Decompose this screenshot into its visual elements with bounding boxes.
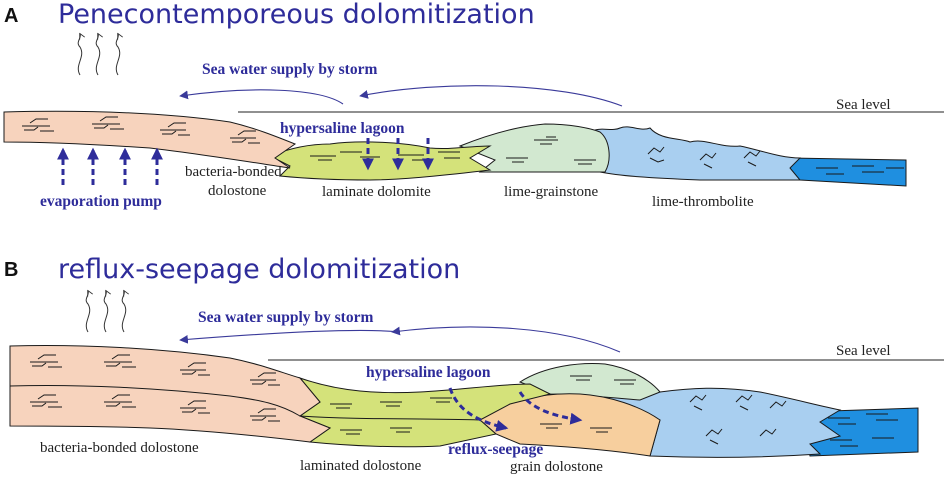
storm-arrow-left — [179, 89, 344, 105]
evaporation-vapor-icon — [77, 34, 120, 76]
panel-a-thrombolite-label: lime-thrombolite — [652, 194, 754, 210]
panel-a-ocean — [789, 157, 907, 187]
panel-a-laminate — [268, 141, 492, 181]
panel-a-rock-symbols — [22, 116, 904, 175]
panel-a-lagoon-arrows — [362, 138, 434, 171]
panel-a-pump-label: evaporation pump — [40, 193, 162, 210]
panel-a-bacteria-label-1: bacteria-bonded — [185, 164, 282, 180]
evaporation-vapor-icon — [85, 291, 126, 333]
panel-b-laminated-divider — [299, 415, 481, 421]
panel-a-evaporation-pump-arrows — [57, 147, 163, 185]
panel-a-lagoon-label: hypersaline lagoon — [280, 120, 405, 137]
panel-a-bacteria-layer — [3, 110, 297, 169]
panel-a-sea-level-label: Sea level — [836, 97, 891, 113]
panel-b-grain-label: grain dolostone — [510, 459, 603, 475]
panel-a-grainstone-label: lime-grainstone — [504, 184, 598, 200]
panel-a-bacteria-label-2: dolostone — [208, 183, 267, 199]
panel-a-grainstone — [458, 123, 610, 173]
panel-a-laminate-label: laminate dolomite — [322, 184, 431, 200]
panel-b-rock-symbols — [30, 354, 898, 447]
storm-arrow-left — [179, 329, 401, 344]
storm-arrow-right — [391, 326, 621, 353]
panel-b: B reflux-seepage dolomitization Sea wate… — [4, 254, 944, 475]
panel-b-letter: B — [4, 259, 18, 281]
panel-b-laminated-label: laminated dolostone — [300, 458, 422, 474]
panel-b-storm-label: Sea water supply by storm — [198, 309, 373, 326]
panel-a-letter: A — [4, 5, 18, 27]
panel-a-storm-label: Sea water supply by storm — [202, 61, 377, 78]
panel-b-bacteria-label: bacteria-bonded dolostone — [40, 440, 199, 456]
panel-b-lagoon-label: hypersaline lagoon — [366, 364, 491, 381]
panel-b-bacteria-layer — [9, 345, 332, 443]
panel-a-title: Penecontemporeous dolomitization — [58, 0, 535, 30]
storm-arrow-right — [359, 85, 623, 107]
panel-b-laminated — [298, 376, 552, 448]
panel-a-thrombolite — [589, 126, 802, 181]
panel-b-title: reflux-seepage dolomitization — [58, 254, 460, 285]
panel-a: A Penecontemporeous dolomitization Sea w… — [3, 0, 944, 210]
panel-b-sea-level-label: Sea level — [836, 343, 891, 359]
panel-b-reflux-label: reflux-seepage — [448, 441, 543, 458]
panel-b-bacteria-divider — [9, 385, 301, 417]
panel-b-reflux-arrows — [448, 387, 583, 432]
